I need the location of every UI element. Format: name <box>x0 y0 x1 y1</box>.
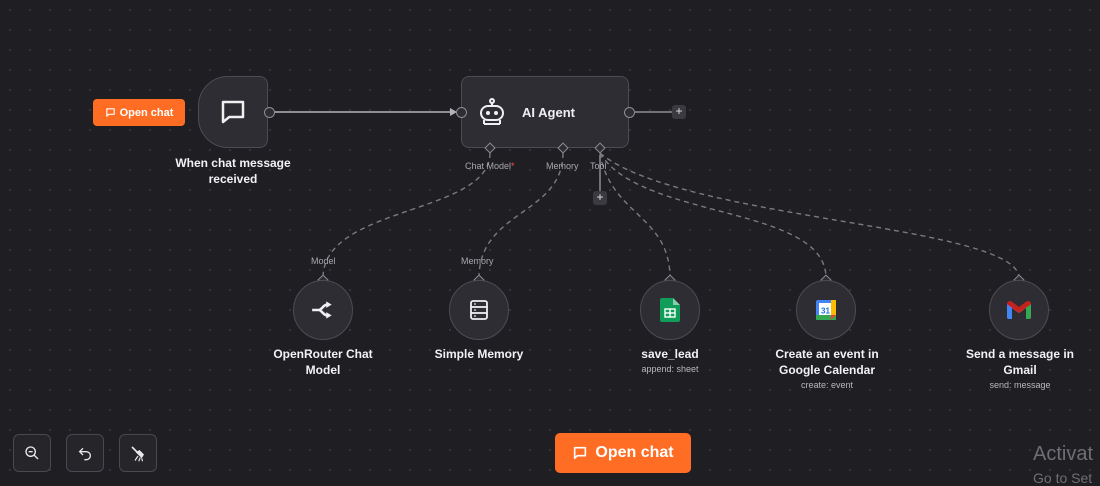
trigger-output-port[interactable] <box>264 107 275 118</box>
trigger-node-label: When chat message received <box>175 156 291 186</box>
activation-watermark-line2: Go to Set <box>1033 470 1093 486</box>
calendar-node-sublabel: create: event <box>800 380 854 390</box>
open-chat-trigger-label: Open chat <box>119 106 174 119</box>
database-icon <box>470 300 488 320</box>
chat-message-icon <box>221 100 245 124</box>
gmail-node[interactable] <box>989 280 1049 340</box>
google-sheets-icon <box>660 298 680 322</box>
activation-watermark-line1: Activat <box>1033 443 1094 465</box>
ai-agent-node[interactable]: AI Agent <box>461 76 629 148</box>
memory-port-label: Memory <box>546 161 579 171</box>
open-chat-trigger-button[interactable]: Open chat <box>93 99 185 126</box>
gmail-connection <box>599 152 1020 279</box>
tool-port-label: Tool <box>590 161 607 171</box>
tidy-up-button[interactable] <box>119 434 157 472</box>
save-lead-sublabel: append: sheet <box>641 364 699 374</box>
zoom-out-icon <box>25 446 39 460</box>
google-calendar-icon: 31 <box>816 300 836 320</box>
simple-memory-node[interactable] <box>449 280 509 340</box>
agent-add-output-button[interactable]: + <box>672 105 686 119</box>
broom-icon <box>131 446 144 462</box>
openrouter-chat-model-node[interactable] <box>293 280 353 340</box>
simple-memory-label: Simple Memory <box>434 347 524 361</box>
chat-bubble-icon <box>105 108 115 117</box>
sheet-connection <box>599 152 671 279</box>
robot-icon <box>480 98 504 125</box>
model-port-label: Model <box>311 256 336 266</box>
add-tool-button[interactable]: + <box>593 191 607 205</box>
open-chat-label: Open chat <box>595 444 674 461</box>
gmail-node-label: Send a message in Gmail <box>965 347 1075 377</box>
calendar-node-label: Create an event in Google Calendar <box>775 347 879 377</box>
zoom-out-button[interactable] <box>13 434 51 472</box>
gmail-icon <box>1007 301 1031 319</box>
memory-node-port-label: Memory <box>461 256 494 266</box>
undo-icon <box>78 447 91 461</box>
chat-trigger-node[interactable] <box>198 76 268 148</box>
agent-input-port[interactable] <box>456 107 467 118</box>
required-marker: * <box>511 161 515 171</box>
chat-bubble-icon <box>574 446 587 460</box>
openrouter-icon <box>312 301 332 319</box>
save-lead-sheet-node[interactable] <box>640 280 700 340</box>
chat-model-port-label: Chat Model* <box>465 161 515 171</box>
agent-output-port[interactable] <box>624 107 635 118</box>
gmail-node-sublabel: send: message <box>989 380 1051 390</box>
undo-button[interactable] <box>66 434 104 472</box>
save-lead-label: save_lead <box>641 347 699 361</box>
calendar-connection <box>599 152 827 279</box>
ai-agent-title: AI Agent <box>522 105 575 120</box>
open-chat-button[interactable]: Open chat <box>555 433 691 473</box>
calendar-badge: 31 <box>821 307 830 316</box>
google-calendar-node[interactable]: 31 <box>796 280 856 340</box>
openrouter-node-label: OpenRouter Chat Model <box>273 347 373 377</box>
